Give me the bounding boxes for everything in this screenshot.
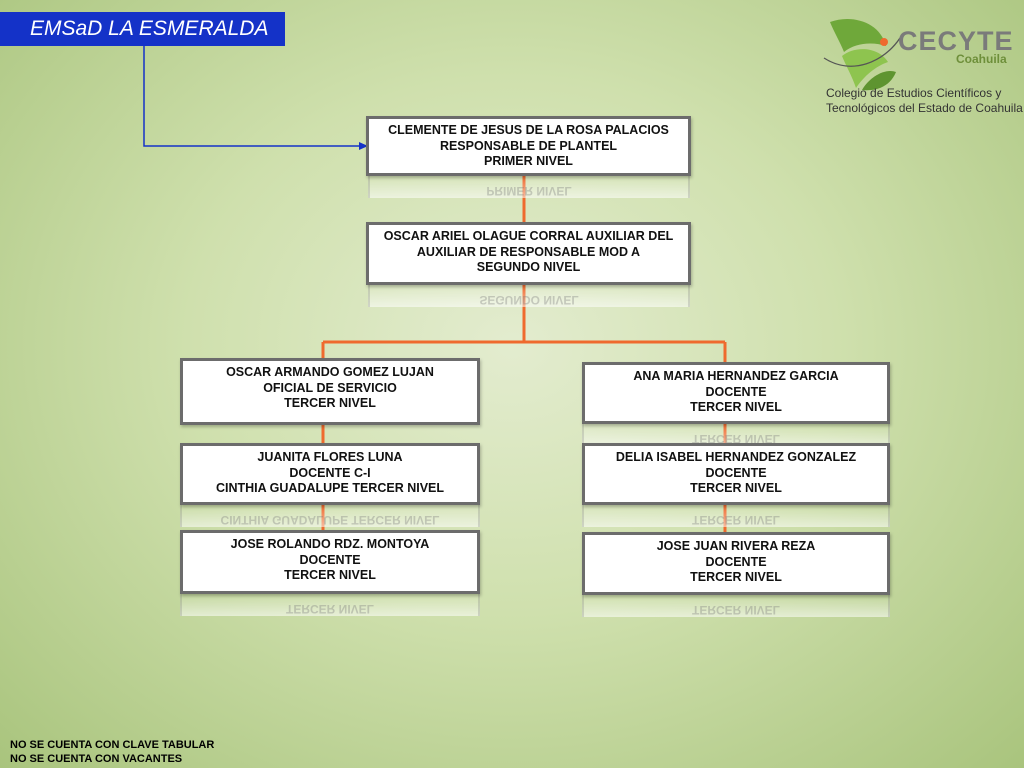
- org-node-oficial-servicio: OSCAR ARMANDO GOMEZ LUJAN OFICIAL DE SER…: [180, 358, 480, 425]
- node-level: TERCER NIVEL: [284, 568, 376, 582]
- logo-name: CECYTE: [898, 26, 1014, 56]
- node-role: AUXILIAR DE RESPONSABLE MOD A: [416, 244, 641, 259]
- page-title: EMSaD LA ESMERALDA: [0, 12, 285, 46]
- node-name: JOSE ROLANDO RDZ. MONTOYA: [230, 537, 430, 551]
- footer-notes: NO SE CUENTA CON CLAVE TABULAR NO SE CUE…: [10, 738, 214, 766]
- node-name: JOSE JUAN RIVERA REZA: [656, 539, 816, 553]
- node-level: CINTHIA GUADALUPE TERCER NIVEL: [215, 481, 444, 495]
- node-role: DOCENTE: [705, 465, 767, 480]
- node-name: OSCAR ARMANDO GOMEZ LUJAN: [226, 365, 434, 379]
- org-node-responsable: CLEMENTE DE JESUS DE LA ROSA PALACIOS RE…: [366, 116, 691, 176]
- logo-region: Coahuila: [956, 52, 1007, 66]
- cecyte-logo-icon: [823, 19, 901, 91]
- node-name: CLEMENTE DE JESUS DE LA ROSA PALACIOS: [388, 123, 669, 137]
- org-node-auxiliar: OSCAR ARIEL OLAGUE CORRAL AUXILIAR DEL A…: [366, 222, 691, 285]
- reflection-l2: CINTHIA GUADALUPE TERCER NIVEL: [180, 505, 480, 527]
- node-level: SEGUNDO NIVEL: [476, 260, 581, 274]
- node-level: PRIMER NIVEL: [484, 154, 573, 168]
- pointer-arrow-line: [143, 46, 362, 147]
- logo-tagline-2: Tecnológicos del Estado de Coahuila: [826, 101, 1023, 115]
- node-role: DOCENTE: [705, 554, 767, 569]
- pointer-arrowhead: [359, 142, 368, 150]
- node-role: RESPONSABLE DE PLANTEL: [439, 138, 618, 153]
- node-name: JUANITA FLORES LUNA: [257, 450, 403, 464]
- org-node-docente-ana-maria: ANA MARIA HERNANDEZ GARCIA DOCENTE TERCE…: [582, 362, 890, 424]
- org-node-docente-delia: DELIA ISABEL HERNANDEZ GONZALEZ DOCENTE …: [582, 443, 890, 505]
- reflection-n2: SEGUNDO NIVEL: [368, 285, 690, 307]
- reflection-l3: TERCER NIVEL: [180, 594, 480, 616]
- node-name: DELIA ISABEL HERNANDEZ GONZALEZ: [615, 450, 857, 464]
- node-role: DOCENTE C-I: [289, 465, 371, 480]
- node-role: DOCENTE: [705, 384, 767, 399]
- footer-note-2: NO SE CUENTA CON VACANTES: [10, 753, 183, 765]
- node-name: ANA MARIA HERNANDEZ GARCIA: [633, 369, 839, 383]
- node-role: DOCENTE: [299, 552, 361, 567]
- node-level: TERCER NIVEL: [690, 400, 782, 414]
- logo-tagline-1: Colegio de Estudios Científicos y: [826, 86, 1002, 100]
- reflection-r3: TERCER NIVEL: [582, 595, 890, 617]
- node-level: TERCER NIVEL: [690, 570, 782, 584]
- node-name: OSCAR ARIEL OLAGUE CORRAL AUXILIAR DEL: [383, 229, 674, 243]
- node-level: TERCER NIVEL: [284, 396, 376, 410]
- footer-note-1: NO SE CUENTA CON CLAVE TABULAR: [10, 739, 215, 751]
- reflection-r2: TERCER NIVEL: [582, 505, 890, 527]
- org-node-docente-juanita: JUANITA FLORES LUNA DOCENTE C-I CINTHIA …: [180, 443, 480, 505]
- node-level: TERCER NIVEL: [690, 481, 782, 495]
- org-node-docente-jose-rolando: JOSE ROLANDO RDZ. MONTOYA DOCENTE TERCER…: [180, 530, 480, 594]
- reflection-n1: PRIMER NIVEL: [368, 176, 690, 198]
- node-role: OFICIAL DE SERVICIO: [263, 380, 397, 395]
- org-node-docente-jose-juan: JOSE JUAN RIVERA REZA DOCENTE TERCER NIV…: [582, 532, 890, 595]
